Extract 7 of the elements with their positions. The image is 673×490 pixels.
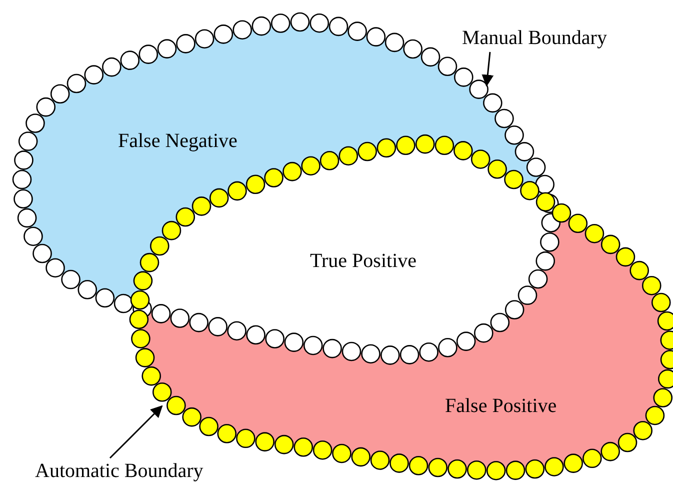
leader-line [109, 405, 163, 459]
leader-line [482, 52, 494, 87]
region-label: True Positive [310, 250, 417, 273]
boundary-label: Automatic Boundary [35, 460, 204, 483]
boundary-label: Manual Boundary [462, 27, 607, 50]
region-label: False Negative [118, 130, 238, 153]
region-label: False Positive [445, 395, 557, 418]
